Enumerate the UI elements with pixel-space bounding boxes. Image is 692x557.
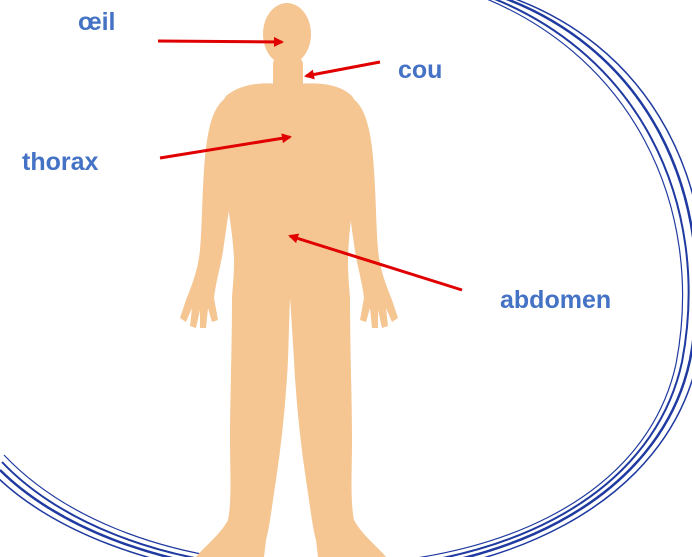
- left-leg-shape: [196, 296, 290, 557]
- human-body-silhouette-icon: [180, 3, 398, 557]
- label-abdomen: abdomen: [500, 288, 611, 313]
- left-arm-shape: [180, 98, 236, 328]
- label-thorax: thorax: [22, 150, 98, 175]
- arrow-neck: [306, 62, 380, 76]
- head-shape: [263, 3, 311, 65]
- arrow-eye: [158, 41, 282, 42]
- torso-shape: [220, 83, 360, 300]
- right-arm-shape: [342, 98, 398, 328]
- right-leg-shape: [290, 296, 386, 557]
- label-neck: cou: [398, 58, 442, 83]
- label-eye: œil: [78, 10, 116, 35]
